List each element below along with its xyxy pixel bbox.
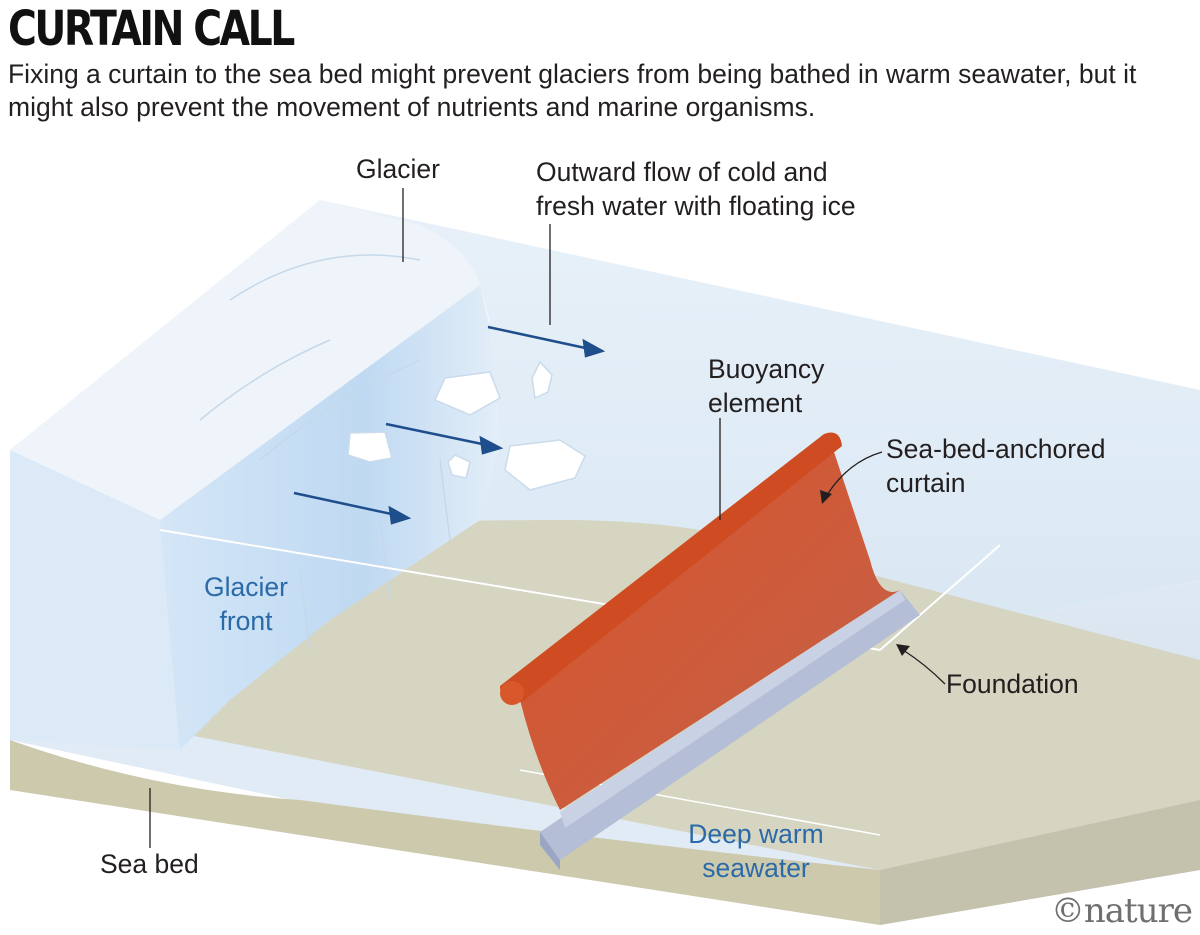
label-glacier-front: Glacier front: [186, 570, 306, 638]
floating-ice: [347, 360, 586, 491]
foundation-leader: [902, 649, 946, 685]
label-buoyancy-line2: element: [708, 388, 803, 418]
seabed-right: [880, 800, 1200, 925]
nature-logo: ©nature: [1050, 891, 1193, 931]
glacier-front-face: [160, 285, 500, 750]
label-deep-warm-line2: seawater: [702, 853, 810, 883]
subtitle: Fixing a curtain to the sea bed might pr…: [8, 59, 1137, 122]
label-glacier: Glacier: [356, 154, 440, 184]
label-curtain-line2: curtain: [886, 468, 966, 498]
page-title: CURTAIN CALL: [8, 1, 295, 57]
label-buoyancy: Buoyancy element: [708, 352, 824, 420]
label-outward-flow: Outward flow of cold and fresh water wit…: [536, 155, 856, 223]
label-curtain-line1: Sea-bed-anchored: [886, 434, 1106, 464]
label-sea-bed: Sea bed: [100, 849, 199, 879]
flow-arrows: [293, 325, 606, 525]
label-buoyancy-line1: Buoyancy: [708, 354, 825, 384]
curtain-leader: [826, 451, 883, 496]
buoyancy-element: [500, 432, 842, 703]
label-foundation: Foundation: [946, 669, 1079, 699]
label-curtain: Sea-bed-anchored curtain: [886, 432, 1106, 500]
label-deep-warm: Deep warm seawater: [670, 817, 842, 885]
label-outward-flow-line1: Outward flow of cold and: [536, 157, 828, 187]
curtain: [510, 440, 900, 810]
glacier-side: [10, 450, 180, 750]
foundation-top: [560, 590, 905, 828]
label-deep-warm-line1: Deep warm: [688, 819, 824, 849]
seabed-front: [10, 740, 880, 925]
waterline-right: [879, 544, 1001, 651]
foundation: [540, 590, 920, 860]
label-glacier-front-line2: front: [219, 606, 273, 636]
label-outward-flow-line2: fresh water with floating ice: [536, 191, 856, 221]
label-glacier-front-line1: Glacier: [204, 572, 288, 602]
